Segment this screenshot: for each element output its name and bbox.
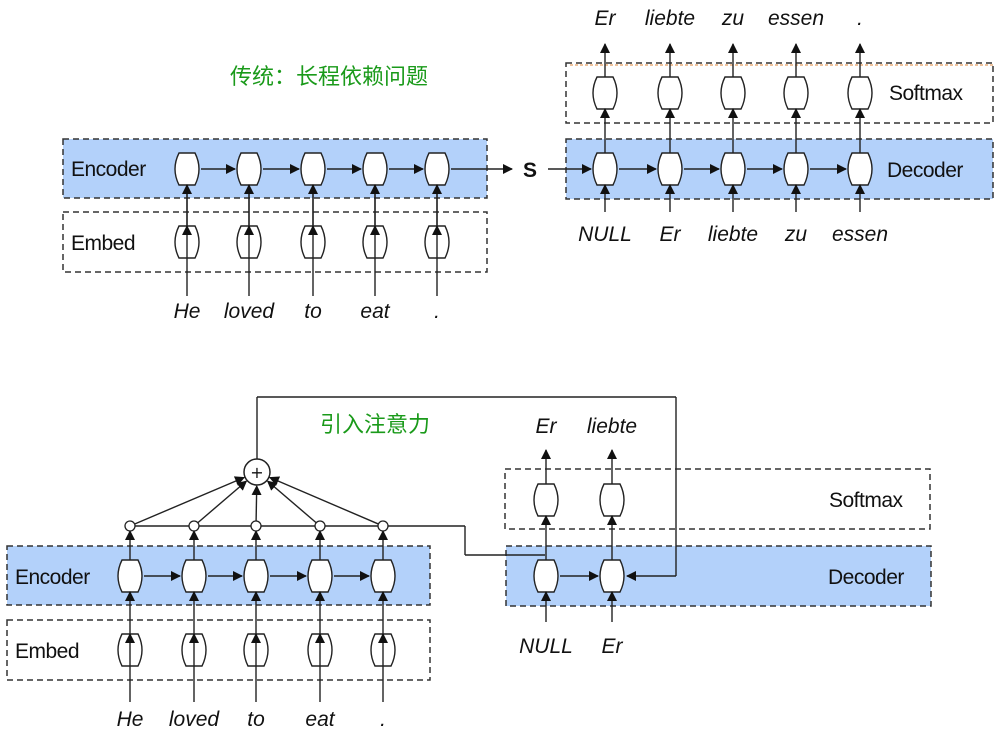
encoder-label: Encoder	[15, 566, 90, 589]
decoder-input-word: NULL	[519, 635, 573, 658]
decoder-cell	[847, 152, 873, 186]
encoder-label: Encoder	[71, 158, 146, 181]
decoder-input-word: liebte	[708, 223, 758, 246]
softmax-band	[565, 62, 994, 124]
top-title: 传统：长程依赖问题	[230, 65, 428, 90]
decoder-label: Decoder	[828, 566, 904, 589]
sum-symbol: +	[250, 463, 263, 482]
attention-weight-arrow	[268, 476, 384, 527]
encoder-cell	[362, 152, 388, 186]
attention-weight-arrow	[193, 480, 248, 527]
softmax-cell	[720, 76, 746, 110]
input-word: He	[117, 708, 144, 731]
decoder-cell	[592, 152, 618, 186]
attention-weight-node	[124, 520, 136, 532]
encoder-cell	[181, 559, 207, 593]
attention-weight-arrow	[129, 476, 246, 527]
encoder-cell	[174, 152, 200, 186]
encoder-cell	[300, 152, 326, 186]
input-word: eat	[305, 708, 335, 731]
decoder-cell	[599, 559, 625, 593]
attention-weight-arrow	[266, 480, 321, 527]
softmax-cell	[847, 76, 873, 110]
attention-weight-node	[188, 520, 200, 532]
output-word: Er	[536, 415, 558, 438]
decoder-input-word: essen	[832, 223, 888, 246]
input-word: to	[247, 708, 265, 731]
embed-label: Embed	[71, 232, 135, 255]
softmax-label: Softmax	[829, 489, 904, 512]
output-word: Er	[595, 7, 617, 30]
attention-weight-node	[377, 520, 389, 532]
decoder-input-word: Er	[602, 635, 624, 658]
encoder-cell	[307, 559, 333, 593]
decoder-label: Decoder	[887, 159, 963, 182]
input-word: He	[174, 300, 201, 323]
output-word: essen	[768, 7, 824, 30]
softmax-cell	[599, 483, 625, 517]
encoder-cell	[424, 152, 450, 186]
output-word: liebte	[645, 7, 695, 30]
attention-weight-arrow	[251, 484, 262, 527]
softmax-label: Softmax	[889, 82, 964, 105]
bottom-title: 引入注意力	[320, 413, 430, 438]
decoder-input-word: Er	[660, 223, 682, 246]
input-word: .	[434, 300, 440, 323]
context-vector-label: S	[523, 159, 537, 182]
output-word: liebte	[587, 415, 637, 438]
output-word: .	[857, 7, 863, 30]
decoder-cell	[720, 152, 746, 186]
bottom-diagram: 引入注意力 Encoder Embed Softmax Decoder He lo…	[6, 396, 932, 731]
softmax-cell	[783, 76, 809, 110]
input-word: loved	[169, 708, 221, 731]
input-word: .	[380, 708, 386, 731]
input-word: to	[304, 300, 322, 323]
softmax-band	[504, 468, 931, 530]
decoder-cell	[657, 152, 683, 186]
attention-weight-node	[314, 520, 326, 532]
embed-band	[62, 211, 488, 273]
decoder-input-word: NULL	[578, 223, 632, 246]
attention-sum-node	[243, 458, 271, 486]
softmax-cell	[657, 76, 683, 110]
embed-label: Embed	[15, 640, 79, 663]
softmax-cell	[592, 76, 618, 110]
encoder-cell	[243, 559, 269, 593]
input-word: eat	[360, 300, 390, 323]
output-word: zu	[721, 7, 745, 30]
decoder-cell	[783, 152, 809, 186]
encoder-cell	[370, 559, 396, 593]
attention-weight-node	[250, 520, 262, 532]
softmax-cell	[533, 483, 559, 517]
decoder-cell	[533, 559, 559, 593]
decoder-input-word: zu	[784, 223, 808, 246]
input-word: loved	[224, 300, 276, 323]
embed-band	[6, 619, 431, 681]
encoder-cell	[117, 559, 143, 593]
encoder-cell	[236, 152, 262, 186]
